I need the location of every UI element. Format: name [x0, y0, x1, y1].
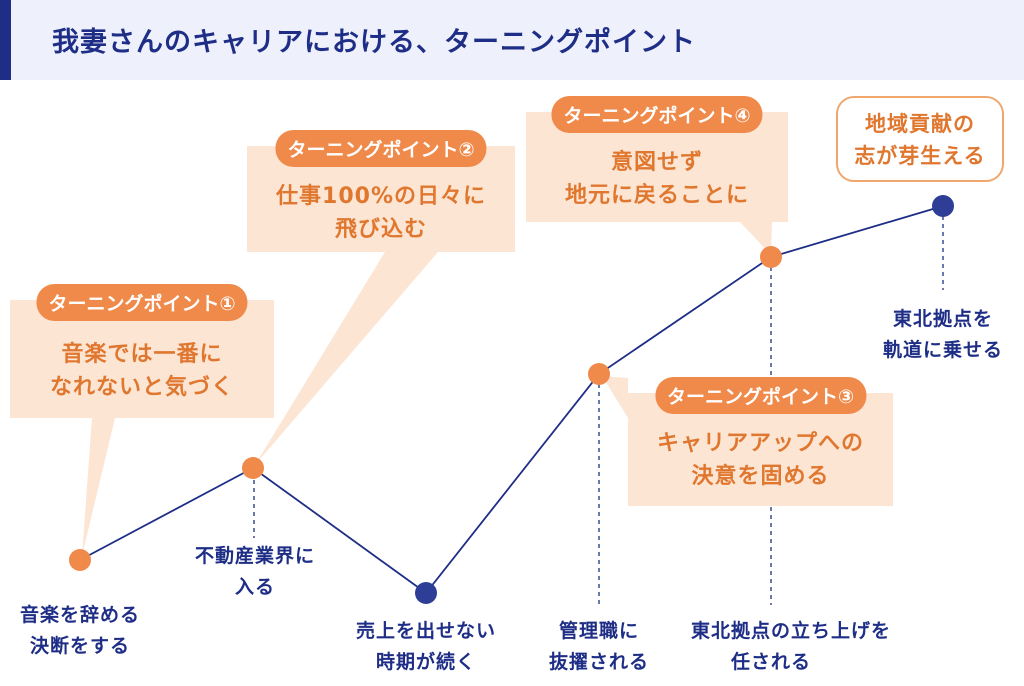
event-marker-2 [242, 457, 264, 479]
turning-point-1-text-2: なれないと気づく [49, 375, 234, 400]
event-label-1: 音楽を辞める 決断をする [10, 600, 150, 662]
event-5-text-2: 任される [730, 651, 811, 673]
event-label-2: 不動産業界に 入る [175, 541, 335, 603]
turning-point-3-text-2: 決意を固める [691, 464, 830, 489]
callout-3-tail [602, 376, 628, 418]
event-marker-1 [69, 549, 91, 571]
event-1-text-1: 音楽を辞める [19, 604, 140, 626]
goal-bubble: 地域貢献の 志が芽生える [836, 96, 1004, 182]
event-4-text-1: 管理職に [558, 620, 639, 642]
page-title: 我妻さんのキャリアにおける、ターニングポイント [52, 27, 696, 58]
turning-point-4-text-1: 意図せず [610, 150, 703, 175]
turning-point-4-text-2: 地元に戻ることに [564, 183, 749, 208]
header-accent-bar [0, 0, 11, 80]
event-2-text-2: 入る [234, 576, 275, 598]
turning-point-1-text-1: 音楽では一番に [61, 342, 223, 367]
event-1-text-2: 決断をする [29, 635, 130, 657]
turning-point-callout-1: ターニングポイント① 音楽では一番に なれないと気づく [10, 284, 274, 418]
event-2-text-1: 不動産業界に [194, 545, 315, 567]
event-label-3: 売上を出せない 時期が続く [346, 616, 506, 678]
event-marker-3 [415, 582, 437, 604]
turning-point-badge-3: ターニングポイント③ [654, 377, 867, 414]
turning-point-callout-4: ターニングポイント④ 意図せず 地元に戻ることに [526, 96, 788, 222]
turning-point-badge-4: ターニングポイント④ [551, 96, 763, 133]
turning-point-callout-3: ターニングポイント③ キャリアアップへの 決意を固める [628, 377, 893, 506]
event-label-6: 東北拠点を 軌道に乗せる [868, 304, 1018, 366]
callout-4-tail [740, 222, 772, 255]
event-marker-6 [932, 195, 954, 217]
turning-point-badge-2: ターニングポイント② [275, 130, 487, 167]
callout-1-tail [82, 418, 115, 556]
turning-point-3-text-1: キャリアアップへの [656, 431, 864, 456]
turning-point-2-text-2: 飛び込む [334, 217, 427, 242]
header-bar: 我妻さんのキャリアにおける、ターニングポイント [0, 0, 1024, 80]
event-marker-4 [588, 363, 610, 385]
event-marker-5 [760, 246, 782, 268]
event-4-text-2: 抜擢される [548, 651, 649, 673]
event-6-text-1: 東北拠点を [892, 308, 993, 330]
event-label-5: 東北拠点の立ち上げを 任される [691, 616, 892, 678]
career-trajectory-line [79, 205, 944, 595]
event-3-text-1: 売上を出せない [355, 620, 496, 642]
turning-point-callout-2: ターニングポイント② 仕事100%の日々に 飛び込む [247, 130, 515, 252]
event-label-4: 管理職に 抜擢される [534, 616, 664, 678]
turning-point-badge-1: ターニングポイント① [36, 284, 248, 321]
goal-text-1: 地域貢献の [865, 112, 975, 136]
callout-2-tail [255, 252, 438, 465]
turning-point-2-text-1: 仕事100%の日々に [276, 184, 486, 209]
event-6-text-2: 軌道に乗せる [882, 339, 1003, 361]
event-3-text-2: 時期が続く [375, 651, 476, 673]
event-5-text-1: 東北拠点の立ち上げを [691, 620, 892, 642]
goal-text-2: 志が芽生える [854, 144, 986, 168]
